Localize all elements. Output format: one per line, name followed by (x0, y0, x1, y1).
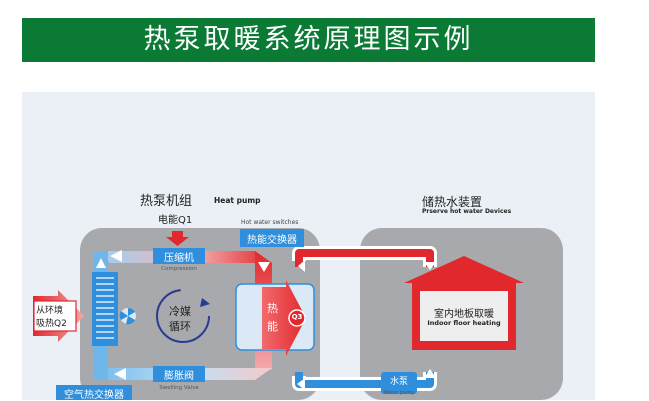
hot-water-switch-label: Hot water switches (241, 219, 299, 226)
env-heat-label-1: 从环境 (36, 306, 64, 316)
compressor-label: 压缩机 (164, 253, 194, 264)
heat-char-2: 能 (267, 320, 278, 333)
storage-title: 储热水装置 (422, 195, 483, 209)
flow-arrow-icon (258, 262, 270, 272)
flow-arrow-icon (424, 369, 436, 378)
heat-pump-title: 热泵机组 (140, 194, 193, 209)
fan-icon (119, 307, 136, 325)
water-pump-label-en: Water pump (383, 390, 415, 396)
q3-label: Q3 (291, 313, 303, 321)
air-exchanger-label: 空气热交换器 (64, 390, 124, 401)
q3-marker (288, 309, 306, 327)
heat-exchanger-label: 热能交换器 (247, 235, 297, 246)
compressor-tag (153, 248, 205, 264)
flow-arrow-icon (96, 258, 106, 268)
refrigerant-label-1: 冷媒 (169, 305, 191, 318)
floor-heating-label-en: Indoor floor heating (427, 319, 501, 327)
water-pump-label: 水泵 (389, 377, 408, 387)
power-arrow-icon (166, 231, 189, 246)
title-banner: 热泵取暖系统原理图示例 (22, 18, 595, 62)
cycle-circle-icon (156, 289, 210, 343)
cycle-arrow-icon (200, 298, 210, 307)
heat-exchanger-tag (240, 229, 304, 247)
floor-heating-label: 室内地板取暖 (434, 309, 494, 320)
coil-fins (96, 277, 114, 339)
flow-arrow-icon (297, 378, 305, 390)
air-heat-exchanger-coil (92, 272, 118, 346)
house-roof-icon (404, 256, 524, 283)
flow-arrow-icon (110, 250, 122, 262)
expansion-valve-tag (153, 366, 205, 382)
air-exchanger-tag (56, 385, 132, 400)
compressor-label-en: Compression (161, 266, 197, 272)
flow-arrow-icon (298, 260, 305, 272)
water-pump-tag (381, 372, 417, 394)
heat-transfer-arrow (262, 280, 306, 356)
flow-arrow-icon (114, 368, 126, 380)
house-inner-panel (420, 291, 508, 341)
power-label: 电能Q1 (158, 215, 193, 226)
refrigerant-label-2: 循环 (169, 320, 191, 333)
storage-title-en: Prserve hot water Devices (422, 208, 512, 215)
env-heat-box (33, 300, 77, 332)
flow-arrow-icon (424, 262, 436, 270)
diagram-title: 热泵取暖系统原理图示例 (143, 24, 474, 55)
hot-water-pipe (295, 249, 434, 267)
env-heat-label-2: 吸热Q2 (36, 319, 67, 329)
expansion-valve-label-en: Swelling Valve (159, 385, 199, 391)
heat-char-1: 热 (267, 302, 278, 315)
expansion-valve-label: 膨胀阀 (164, 371, 194, 382)
heat-pump-title-en: Heat pump (214, 196, 261, 205)
